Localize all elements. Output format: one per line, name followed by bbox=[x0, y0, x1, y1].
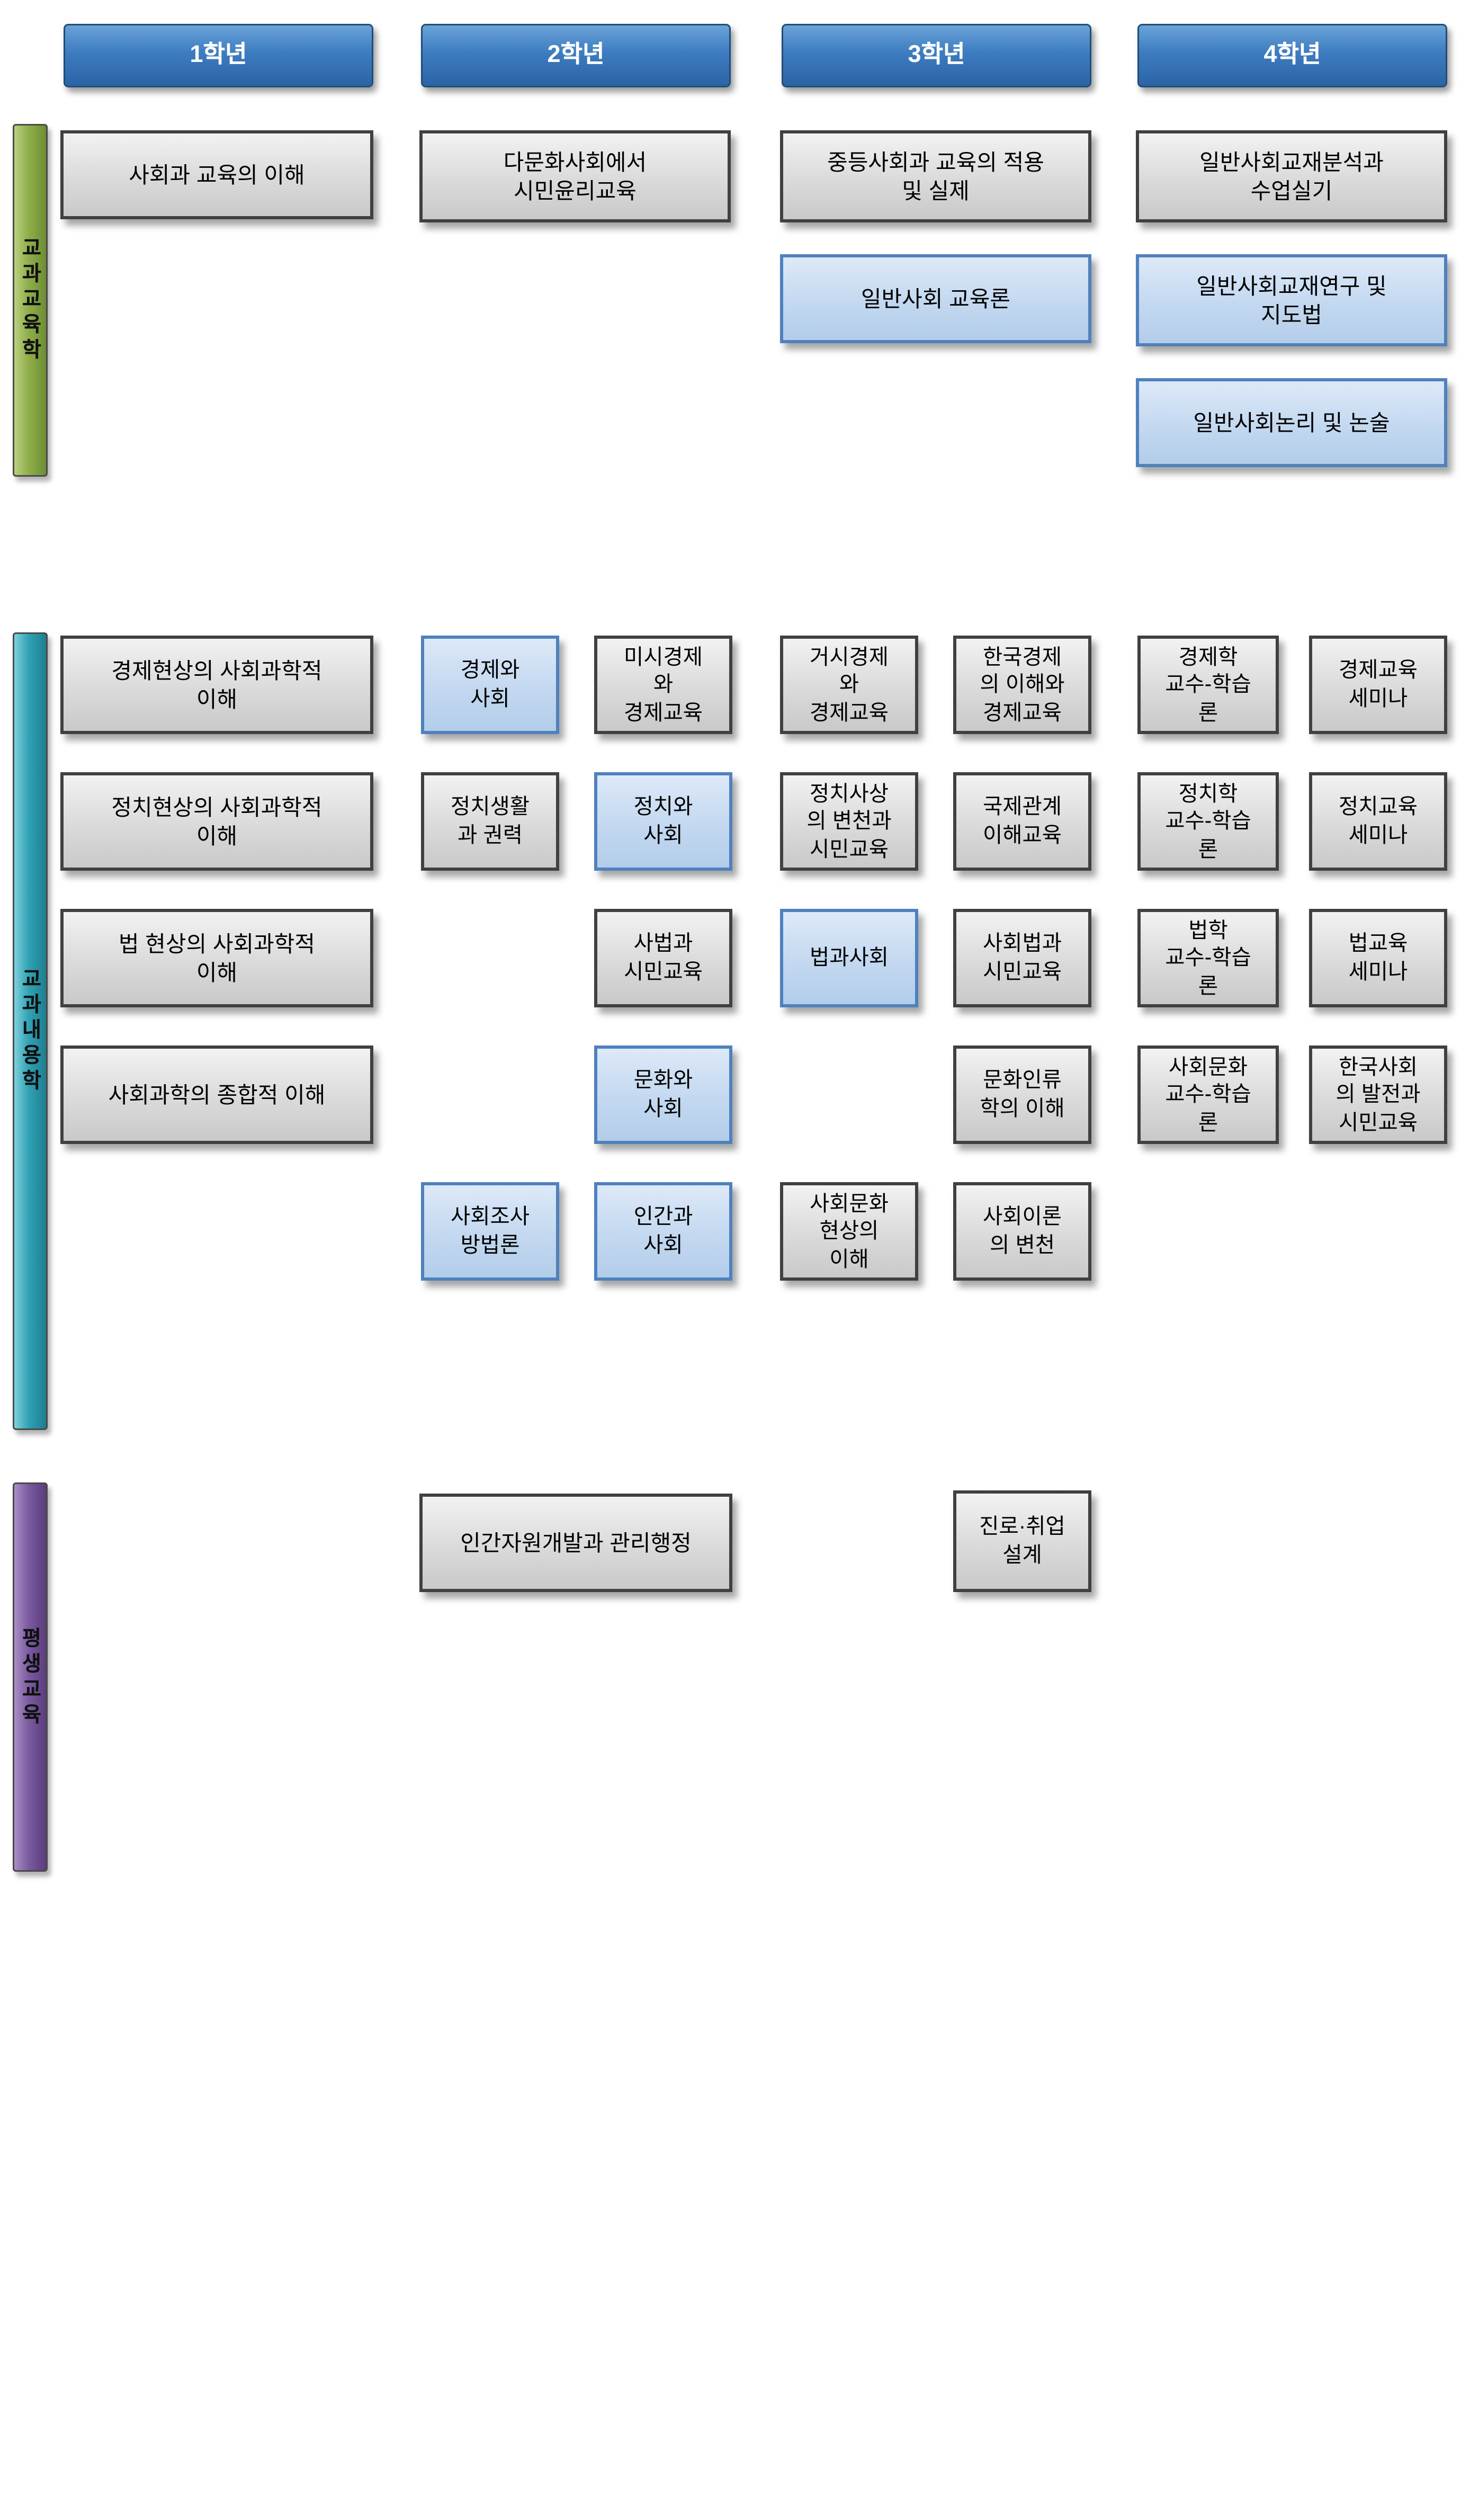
course-content-r4c4a: 사회문화 교수-학습 론 bbox=[1137, 1045, 1279, 1144]
course-lifelong-y3a: 진로·취업 설계 bbox=[953, 1490, 1091, 1592]
grade-header-3: 3학년 bbox=[782, 24, 1091, 87]
section-bar-content: 교과내용학 bbox=[13, 632, 48, 1430]
course-content-r2c3a: 정치사상 의 변천과 시민교육 bbox=[780, 772, 918, 871]
course-content-r2c4a: 정치학 교수-학습 론 bbox=[1137, 772, 1279, 871]
section-bar-lifelong: 평생교육 bbox=[13, 1482, 48, 1872]
course-pedagogy-y1a: 사회과 교육의 이해 bbox=[60, 130, 373, 219]
course-content-r1c2b: 미시경제 와 경제교육 bbox=[594, 636, 732, 734]
section-bar-content-label: 교과내용학 bbox=[18, 968, 42, 1095]
course-content-r4c1: 사회과학의 종합적 이해 bbox=[60, 1045, 373, 1144]
course-content-r2c2a: 정치생활 과 권력 bbox=[421, 772, 559, 871]
course-content-r5c2a: 사회조사 방법론 bbox=[421, 1182, 559, 1281]
section-bar-pedagogy-label: 교과교육학 bbox=[18, 237, 42, 364]
course-content-r4c4b: 한국사회 의 발전과 시민교육 bbox=[1309, 1045, 1447, 1144]
course-pedagogy-y2a: 다문화사회에서 시민윤리교육 bbox=[419, 130, 731, 222]
course-content-r4c2b: 문화와 사회 bbox=[594, 1045, 732, 1144]
course-content-r3c3a: 법과사회 bbox=[780, 909, 918, 1007]
course-content-r1c2a: 경제와 사회 bbox=[421, 636, 559, 734]
course-content-r5c3b: 사회이론 의 변천 bbox=[953, 1182, 1091, 1281]
grade-header-2: 2학년 bbox=[421, 24, 731, 87]
course-content-r3c4a: 법학 교수-학습 론 bbox=[1137, 909, 1279, 1007]
course-content-r1c4b: 경제교육 세미나 bbox=[1309, 636, 1447, 734]
grade-header-1: 1학년 bbox=[64, 24, 373, 87]
course-content-r2c3b: 국제관계 이해교육 bbox=[953, 772, 1091, 871]
section-bar-lifelong-label: 평생교육 bbox=[18, 1626, 42, 1728]
course-pedagogy-y4b: 일반사회교재연구 및 지도법 bbox=[1136, 254, 1447, 346]
course-content-r3c3b: 사회법과 시민교육 bbox=[953, 909, 1091, 1007]
course-content-r5c3a: 사회문화 현상의 이해 bbox=[780, 1182, 918, 1281]
section-bar-pedagogy: 교과교육학 bbox=[13, 124, 48, 477]
course-pedagogy-y3a: 중등사회과 교육의 적용 및 실제 bbox=[780, 130, 1091, 222]
course-content-r5c2b: 인간과 사회 bbox=[594, 1182, 732, 1281]
course-content-r3c4b: 법교육 세미나 bbox=[1309, 909, 1447, 1007]
course-content-r1c3b: 한국경제 의 이해와 경제교육 bbox=[953, 636, 1091, 734]
course-lifelong-y2a: 인간자원개발과 관리행정 bbox=[419, 1494, 732, 1592]
course-content-r2c1: 정치현상의 사회과학적 이해 bbox=[60, 772, 373, 871]
course-content-r1c4a: 경제학 교수-학습 론 bbox=[1137, 636, 1279, 734]
course-content-r3c1: 법 현상의 사회과학적 이해 bbox=[60, 909, 373, 1007]
course-content-r2c2b: 정치와 사회 bbox=[594, 772, 732, 871]
course-pedagogy-y3b: 일반사회 교육론 bbox=[780, 254, 1091, 343]
course-pedagogy-y4a: 일반사회교재분석과 수업실기 bbox=[1136, 130, 1447, 222]
course-content-r4c3b: 문화인류 학의 이해 bbox=[953, 1045, 1091, 1144]
grade-header-4: 4학년 bbox=[1137, 24, 1447, 87]
course-pedagogy-y4c: 일반사회논리 및 논술 bbox=[1136, 378, 1447, 467]
course-content-r3c2b: 사법과 시민교육 bbox=[594, 909, 732, 1007]
course-content-r2c4b: 정치교육 세미나 bbox=[1309, 772, 1447, 871]
course-content-r1c1: 경제현상의 사회과학적 이해 bbox=[60, 636, 373, 734]
course-content-r1c3a: 거시경제 와 경제교육 bbox=[780, 636, 918, 734]
